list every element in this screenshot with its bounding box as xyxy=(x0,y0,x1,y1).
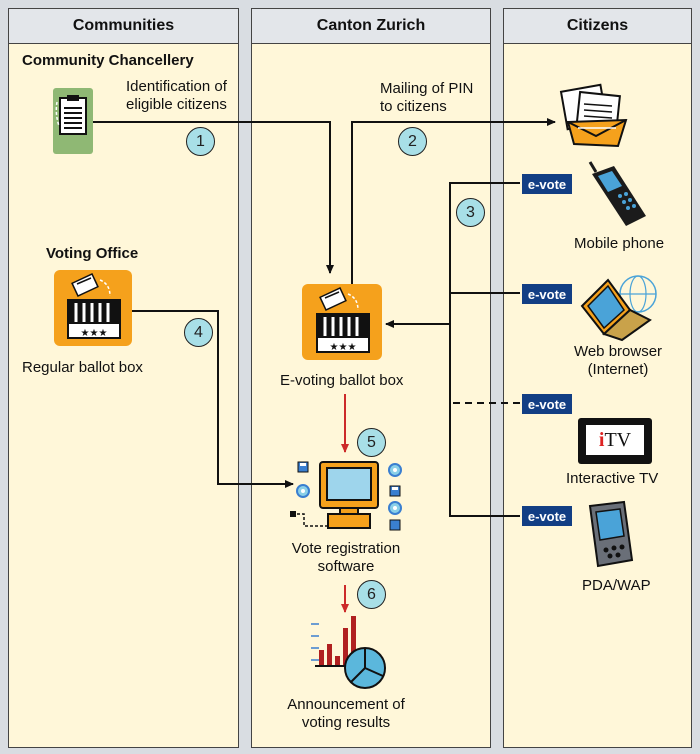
svg-text:★★★: ★★★ xyxy=(81,328,108,339)
mobile-phone-icon xyxy=(588,161,646,226)
ballot-box-icon: ★★★ xyxy=(54,270,132,346)
vote-registration-label: Vote registration software xyxy=(291,540,401,575)
svg-text:★★★: ★★★ xyxy=(330,342,357,353)
vote-registration-software-icon xyxy=(290,461,402,531)
step2-label: Mailing of PIN to citizens xyxy=(380,80,474,115)
clipboard-icon xyxy=(53,88,93,154)
citizens-column: Citizens xyxy=(503,8,692,748)
itv-screen: i TV xyxy=(586,425,644,455)
voting-office-title: Voting Office xyxy=(46,245,139,262)
communities-header: Communities xyxy=(9,9,238,44)
laptop-globe-icon xyxy=(580,275,657,342)
connector-step3-bus xyxy=(449,182,520,517)
results-label: Announcement of voting results xyxy=(287,696,405,731)
step-badge-5: 5 xyxy=(357,428,386,457)
step-badge-1: 1 xyxy=(186,127,215,156)
step1-label: Identification of eligible citizens xyxy=(126,78,227,113)
pda-icon xyxy=(588,500,634,568)
step-badge-3: 3 xyxy=(456,198,485,227)
regular-ballot-box-label: Regular ballot box xyxy=(22,359,143,376)
connector-step4 xyxy=(130,310,294,488)
connector-step1 xyxy=(92,121,334,274)
mail-letters-icon xyxy=(559,83,628,148)
step-badge-4: 4 xyxy=(184,318,213,347)
itv-logo-i: i xyxy=(598,428,605,451)
evote-tag-mobile: e-vote xyxy=(522,174,572,194)
chancellery-title: Community Chancellery xyxy=(22,52,194,69)
evote-tag-pda: e-vote xyxy=(522,506,572,526)
web-browser-label: Web browser (Internet) xyxy=(573,343,663,378)
mobile-phone-label: Mobile phone xyxy=(574,235,665,252)
evoting-ballot-box-label: E-voting ballot box xyxy=(280,372,404,389)
itv-logo-tv: TV xyxy=(604,428,632,451)
step-badge-6: 6 xyxy=(357,580,386,609)
connector-step2 xyxy=(351,118,556,286)
canton-header: Canton Zurich xyxy=(252,9,490,44)
evoting-ballot-box-icon: ★★★ xyxy=(302,284,382,360)
citizens-header: Citizens xyxy=(504,9,691,44)
interactive-tv-label: Interactive TV xyxy=(566,470,659,487)
interactive-tv-icon: i TV xyxy=(578,418,652,464)
pda-wap-label: PDA/WAP xyxy=(582,577,651,594)
evote-tag-web: e-vote xyxy=(522,284,572,304)
step-badge-2: 2 xyxy=(398,127,427,156)
voting-results-chart-icon xyxy=(311,616,386,689)
evote-tag-itv: e-vote xyxy=(522,394,572,414)
